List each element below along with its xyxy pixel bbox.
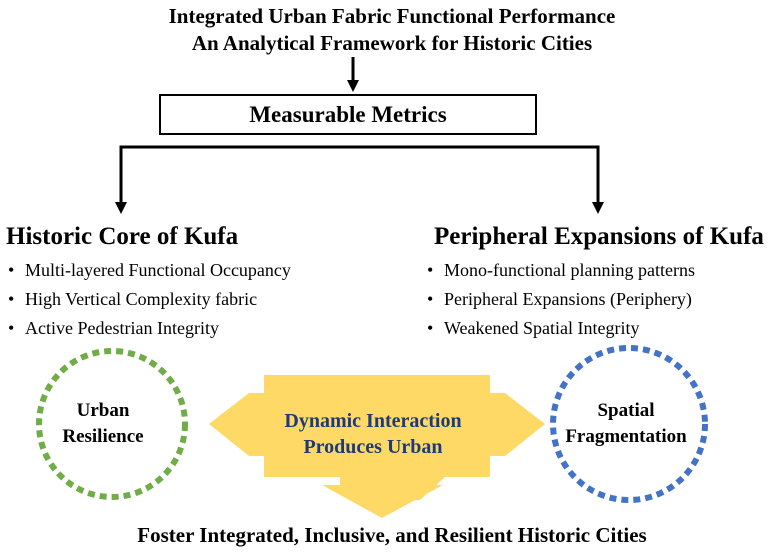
down-arrow-to-footer [322, 470, 443, 518]
footer-goal: Foster Integrated, Inclusive, and Resili… [137, 523, 647, 547]
spatial-fragmentation-label-line2: Fragmentation [565, 426, 687, 447]
dynamic-interaction-line1: Dynamic Interaction [284, 410, 462, 432]
peripheral-expansions-list: Mono-functional planning patterns Periph… [427, 256, 695, 343]
metrics-branch-line [119, 145, 600, 206]
dynamic-interaction-arrow [209, 375, 545, 500]
list-item: High Vertical Complexity fabric [8, 285, 291, 314]
dynamic-interaction-label: Dynamic Interaction Produces Urban [260, 408, 486, 460]
urban-resilience-label: Urban Resilience [33, 398, 173, 450]
framework-title-line1: Integrated Urban Fabric Functional Perfo… [168, 4, 616, 28]
spatial-fragmentation-circle [550, 345, 708, 503]
list-item: Active Pedestrian Integrity [8, 314, 291, 343]
peripheral-expansions-title: Peripheral Expansions of Kufa [434, 223, 764, 250]
historic-core-list: Multi-layered Functional Occupancy High … [8, 256, 291, 343]
spatial-fragmentation-label: Spatial Fragmentation [556, 398, 696, 450]
list-item: Weakened Spatial Integrity [427, 314, 695, 343]
urban-resilience-label-line1: Urban [76, 400, 130, 421]
urban-resilience-circle [36, 348, 188, 500]
measurable-metrics-box: Measurable Metrics [159, 94, 537, 135]
historic-core-title: Historic Core of Kufa [6, 223, 239, 250]
spatial-fragmentation-label-line1: Spatial [597, 400, 655, 421]
dynamic-interaction-line2: Produces Urban [303, 436, 443, 458]
list-item: Peripheral Expansions (Periphery) [427, 285, 695, 314]
list-item: Multi-layered Functional Occupancy [8, 256, 291, 285]
list-item: Mono-functional planning patterns [427, 256, 695, 285]
urban-resilience-label-line2: Resilience [62, 426, 144, 447]
framework-title-line2: An Analytical Framework for Historic Cit… [191, 31, 593, 55]
